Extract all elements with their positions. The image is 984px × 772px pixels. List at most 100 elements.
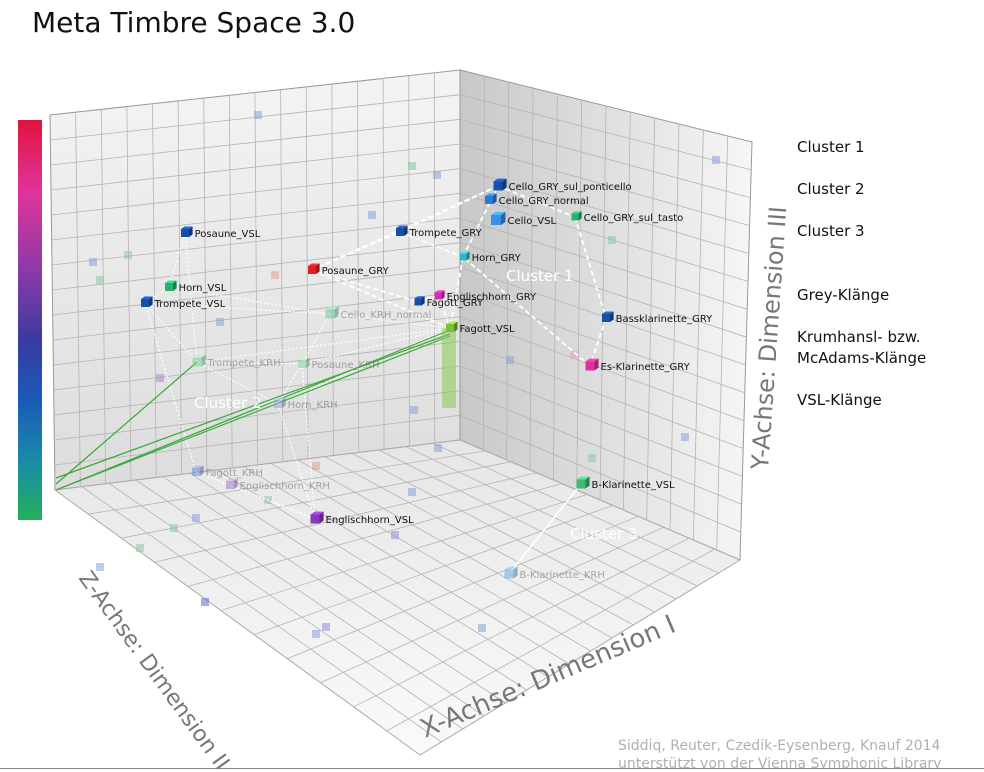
cube-side: [282, 397, 286, 408]
cube-front: [434, 292, 442, 300]
cube-side: [306, 357, 310, 368]
point-englischhorn-gry: Englischhorn_GRY: [434, 290, 537, 303]
projection-marker: [156, 374, 164, 382]
right-wall-gridline: [506, 81, 510, 461]
projection-marker: [312, 462, 320, 470]
cube-side: [513, 566, 518, 579]
cluster-2-edge: [168, 232, 186, 288]
projection-marker: [216, 318, 224, 326]
cluster-2-edge: [301, 313, 331, 365]
cluster-2-edge: [144, 302, 197, 473]
bottom-divider: [0, 768, 984, 769]
cube-top: [396, 225, 408, 228]
point-label: Horn_GRY: [472, 253, 522, 264]
point-label: Horn_KRH: [288, 400, 338, 411]
cube-side: [493, 193, 497, 204]
back-wall-gridline: [51, 217, 461, 266]
floor-gridline: [297, 459, 613, 639]
cube-front: [141, 299, 149, 307]
point-trompete-gry: Trompete_GRY: [396, 225, 483, 239]
right-wall-gridline: [459, 94, 752, 171]
back-wall-gridline: [177, 100, 182, 475]
projection-marker: [254, 111, 262, 119]
point-label: Cello_GRY_sul_tasto: [584, 213, 684, 224]
cube-side: [334, 306, 339, 319]
cluster-2-edge: [144, 302, 198, 363]
back-wall-gridline: [54, 414, 461, 466]
point-b-klarinette-vsl: B-Klarinette_VSL: [576, 476, 675, 491]
floor-gridline: [121, 461, 511, 539]
cube-top: [434, 290, 445, 293]
cube-top: [192, 354, 206, 358]
back-wall-gridline: [254, 92, 258, 466]
point-label: Fagott_VSL: [460, 324, 515, 335]
right-wall-gridline: [459, 390, 742, 505]
back-wall-gridline: [54, 390, 461, 441]
projection-marker: [170, 524, 178, 532]
floor-gridline: [378, 449, 677, 600]
cube-top: [491, 211, 506, 215]
right-wall-gridline: [459, 192, 749, 282]
point-label: B-Klarinette_VSL: [592, 480, 675, 491]
projection-marker: [712, 156, 720, 164]
projection-marker: [124, 251, 132, 259]
back-wall-gridline: [203, 98, 208, 472]
cluster-1-edge: [311, 269, 451, 329]
cluster-1-label: Cluster 1: [506, 267, 574, 285]
floor-gridline: [189, 472, 527, 691]
back-wall-gridline: [52, 266, 461, 316]
projection-marker: [433, 171, 441, 179]
cube-top: [325, 306, 339, 310]
back-wall-gridline: [75, 112, 81, 487]
back-wall-gridline: [50, 143, 461, 191]
projection-marker: [408, 488, 416, 496]
cube-side: [173, 280, 177, 291]
wall-grid: [50, 72, 752, 743]
cube-side: [319, 511, 324, 524]
floor-gridline: [220, 494, 588, 611]
cube-front: [325, 309, 335, 319]
cube-front: [192, 357, 202, 367]
cluster-1-edge: [574, 216, 607, 319]
legend-krumhansl-line-2: McAdams-Klänge: [797, 349, 927, 367]
right-wall-gridline: [459, 316, 745, 422]
cube-side: [149, 296, 153, 307]
floor-gridline: [351, 452, 655, 613]
cube-front: [602, 314, 610, 322]
back-wall-gridline: [408, 75, 410, 447]
cube-front: [165, 283, 173, 291]
cube-side: [466, 251, 470, 261]
cube-front: [310, 514, 320, 524]
projection-marker: [322, 623, 330, 631]
projection-marker: [410, 406, 418, 414]
right-wall-gridline: [459, 365, 743, 477]
right-wall-gridline: [482, 75, 485, 451]
colorbar: [18, 120, 42, 520]
right-wall-gridline: [459, 217, 748, 310]
point-cello-vsl: Cello_VSL: [491, 211, 557, 227]
colorbar-link: [55, 335, 451, 491]
projection-marker: [89, 258, 97, 266]
projection-marker: [588, 454, 596, 462]
cluster-2-edge: [196, 361, 279, 405]
point-horn-krh: Horn_KRH: [274, 397, 338, 411]
floor-gridline: [88, 450, 486, 515]
cube-top: [504, 566, 518, 570]
projection-marker: [201, 598, 209, 606]
back-wall-gridline: [305, 86, 309, 459]
point-label: Cello_VSL: [508, 216, 557, 227]
point-label: Posaune_VSL: [195, 229, 261, 240]
point-englischhorn-vsl: Englischhorn_VSL: [310, 511, 414, 526]
back-wall-gridline: [357, 81, 360, 453]
floor-gridline: [320, 526, 664, 684]
cube-top: [585, 358, 599, 362]
back-wall-gridline: [51, 168, 461, 216]
point-trompete-vsl: Trompete_VSL: [141, 296, 226, 310]
right-wall-gridline: [459, 414, 741, 533]
cube-front: [585, 361, 595, 371]
right-wall-gridline: [459, 242, 747, 338]
y-axis-label: Y-Achse: Dimension III: [746, 205, 792, 471]
cube-side: [594, 358, 599, 371]
cube-top: [181, 226, 193, 229]
cube-top: [226, 478, 238, 481]
